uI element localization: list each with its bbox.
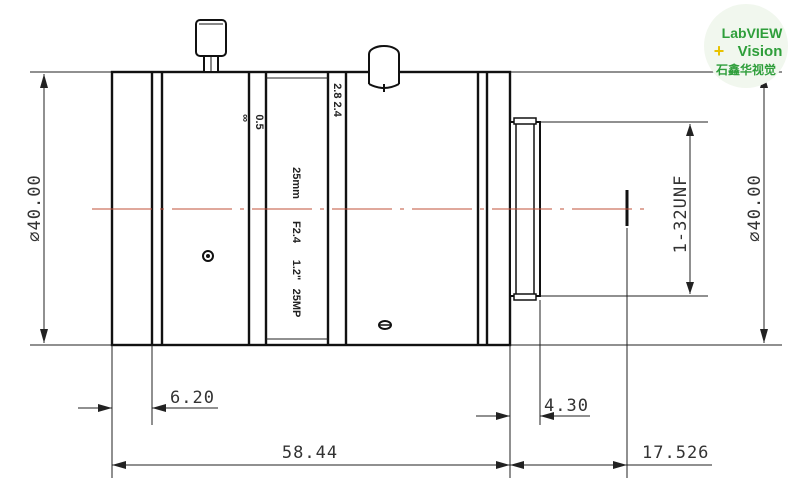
aperture-label: F2.4 xyxy=(290,221,302,244)
flange-length-dimension: 4.30 xyxy=(476,396,590,420)
body-length-label: 58.44 xyxy=(282,443,338,463)
ring-width-label: 6.20 xyxy=(170,388,215,408)
back-focal-label: 17.526 xyxy=(642,443,709,463)
ring-width-dimension: 6.20 xyxy=(78,388,218,412)
labview-vision-logo: LabVIEW + Vision 石鑫华视觉 xyxy=(704,4,788,88)
aperture-scale-label: 2.8 2.4 xyxy=(331,83,343,118)
logo-line2: Vision xyxy=(738,43,783,60)
locking-knob-left xyxy=(195,19,227,73)
distance-scale-label: 0.5 xyxy=(253,114,265,129)
format-label: 1.2" xyxy=(290,260,302,281)
right-diameter-dimension: ∅40.00 xyxy=(745,74,768,343)
left-diameter-dimension: ∅40.00 xyxy=(25,74,48,343)
resolution-label: 25MP xyxy=(290,289,302,318)
logo-line1: LabVIEW xyxy=(722,25,783,41)
distance-mark-label: ∞ xyxy=(239,114,251,122)
thread-label: 1-32UNF xyxy=(671,175,691,254)
locking-knob-right xyxy=(368,45,400,92)
back-focal-dimension: 17.526 xyxy=(510,443,712,469)
engravings: 0.5 ∞ 2.8 2.4 25mm F2.4 1.2" 25MP xyxy=(239,83,343,317)
left-diameter-label: ∅40.00 xyxy=(25,174,45,241)
logo-plus: + xyxy=(714,41,725,61)
thread-dimension: 1-32UNF xyxy=(540,121,708,297)
body-length-dimension: 58.44 xyxy=(112,443,510,469)
right-diameter-label: ∅40.00 xyxy=(745,174,765,241)
flange-length-label: 4.30 xyxy=(544,396,589,416)
logo-line3: 石鑫华视觉 xyxy=(715,62,776,77)
focal-length-label: 25mm xyxy=(290,167,302,199)
